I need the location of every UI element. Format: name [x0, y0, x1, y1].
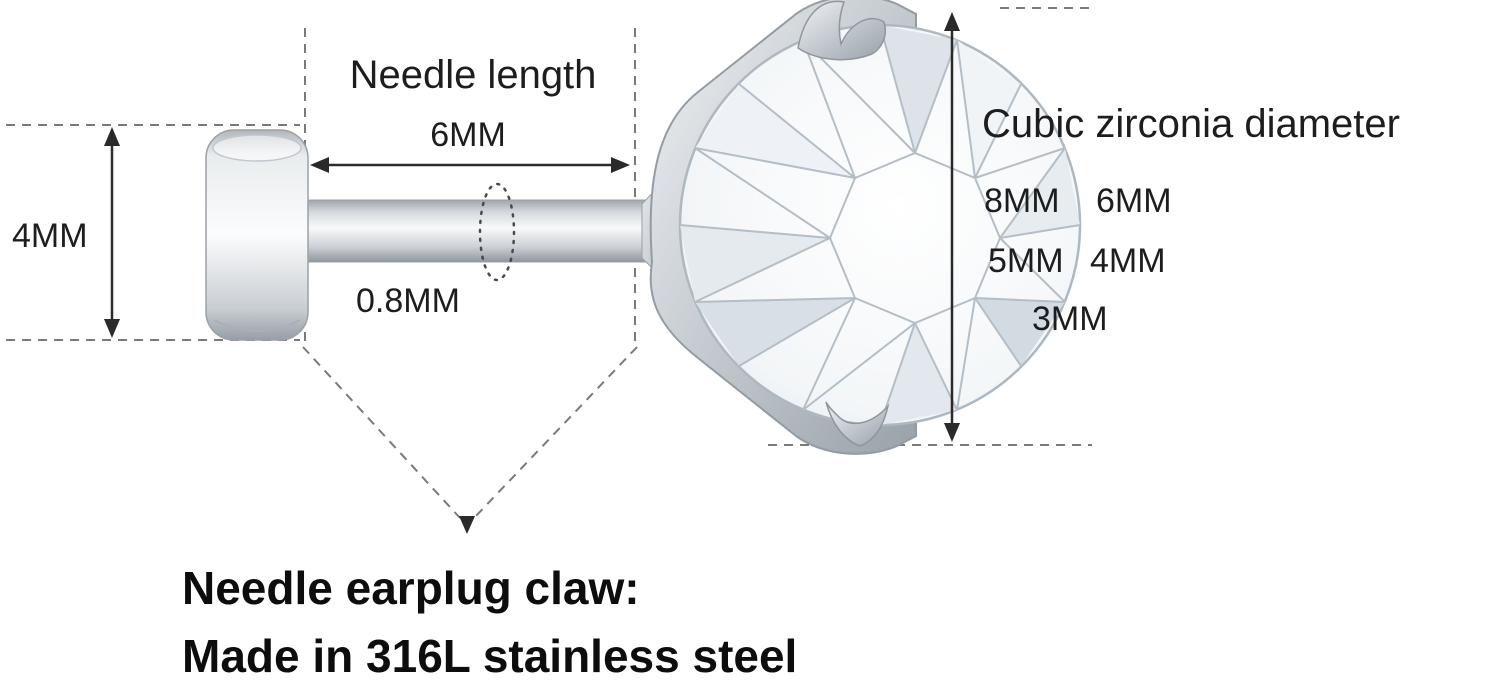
cz-size-5mm: 5MM	[988, 242, 1064, 280]
needle-shaft	[297, 199, 655, 263]
cz-size-6mm: 6MM	[1096, 182, 1172, 220]
cz-size-4mm: 4MM	[1090, 242, 1166, 280]
gem-facet	[1000, 148, 1080, 238]
back-height-arrow	[104, 127, 120, 338]
gem-facet	[880, 25, 957, 153]
caption-line1: Needle earplug claw:	[182, 562, 640, 614]
gem-facet	[975, 298, 1065, 366]
earring-illustration	[205, 0, 1082, 455]
cz-diameter-title: Cubic zirconia diameter	[982, 102, 1400, 146]
gem-facet	[957, 40, 1021, 178]
needle-diameter-value: 0.8MM	[356, 282, 460, 320]
earring-back-disc	[205, 129, 309, 341]
pointer-arrowhead	[459, 516, 475, 534]
gem-facet	[695, 298, 855, 366]
gem-facet	[880, 323, 957, 425]
gem-diameter-arrow	[944, 12, 960, 442]
needle-length-arrow	[310, 157, 630, 173]
bottom-prong	[825, 401, 890, 447]
top-prong	[797, 0, 886, 61]
pointer-line-right	[473, 346, 638, 519]
back-height-value: 4MM	[12, 217, 88, 255]
labels: Needle length 6MM 4MM 0.8MM Cubic zircon…	[12, 53, 1400, 682]
caption-line2: Made in 316L stainless steel	[182, 630, 797, 682]
back-disc-top-face	[212, 134, 302, 162]
gem-facet-lines-star	[694, 39, 1066, 411]
needle-length-value: 6MM	[430, 116, 506, 154]
gem-facet-lines-bezel	[679, 24, 1081, 426]
dimension-arrows	[104, 12, 960, 442]
needle-length-label: Needle length	[350, 53, 597, 97]
back-disc-bottom-edge	[213, 319, 301, 332]
cz-size-3mm: 3MM	[1032, 300, 1108, 338]
gem-facet	[680, 225, 830, 302]
cz-size-8mm: 8MM	[984, 182, 1060, 220]
pointer-line-left	[302, 346, 461, 519]
needle-cross-section-marker	[478, 182, 516, 282]
